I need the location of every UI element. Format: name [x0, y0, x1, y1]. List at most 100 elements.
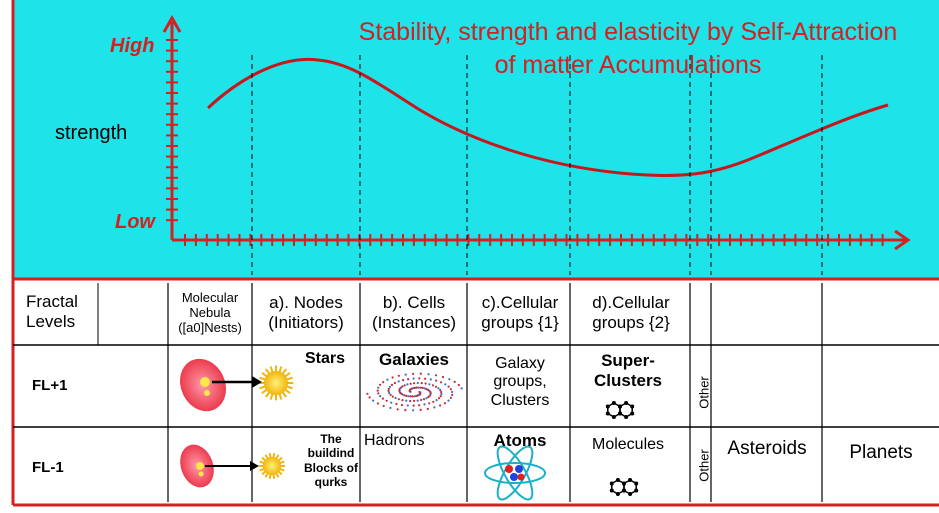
galaxy-star-dot — [453, 380, 456, 383]
galaxy-star-dot — [412, 377, 415, 380]
galaxy-star-dot — [401, 399, 404, 402]
galaxy-star-dot — [438, 397, 441, 400]
galaxy-image — [366, 372, 463, 412]
galaxy-star-dot — [451, 393, 454, 396]
galaxy-star-dot — [379, 383, 382, 386]
galaxy-star-dot — [402, 379, 405, 382]
galaxy-star-dot — [413, 386, 416, 389]
galaxy-star-dot — [423, 403, 426, 406]
galaxy-star-dot — [425, 397, 428, 400]
galaxy-star-dot — [387, 389, 390, 393]
galaxy-star-dot — [407, 395, 410, 398]
galaxy-star-dot — [416, 381, 419, 385]
galaxy-star-dot — [413, 399, 416, 402]
header-cellular-groups-2: d).Cellular groups {2} — [592, 293, 670, 332]
galaxy-star-dot — [419, 386, 422, 389]
y-tick-high: High — [110, 35, 154, 57]
galaxy-star-dot — [447, 399, 450, 402]
galaxy-star-dot — [435, 399, 438, 402]
galaxy-star-dot — [413, 382, 416, 385]
cell-super-clusters: Super-Clusters — [593, 351, 663, 390]
galaxy-star-dot — [449, 396, 452, 399]
header-fractal-levels: Fractal Levels — [26, 292, 78, 331]
galaxy-star-dot — [422, 398, 426, 401]
chart-title-line-2: of matter Accumulations — [495, 51, 762, 79]
galaxy-star-dot — [439, 388, 442, 392]
molecule-icon-fl-plus — [605, 401, 635, 419]
galaxy-star-dot — [416, 399, 419, 402]
galaxy-star-dot — [403, 394, 406, 397]
cell-atoms: Atoms — [493, 431, 547, 450]
cell-other-fl-plus: Other — [696, 376, 712, 409]
arrowhead — [252, 376, 262, 388]
galaxy-star-dot — [460, 387, 463, 390]
galaxy-star-dot — [396, 408, 399, 411]
galaxy-star-dot — [394, 396, 397, 400]
dashed-guides — [251, 55, 823, 275]
galaxy-star-dot — [376, 389, 379, 392]
x-axis-arrow — [894, 229, 911, 251]
galaxy-star-dot — [407, 378, 410, 381]
galaxy-star-dot — [449, 388, 452, 391]
galaxy-star-dot — [412, 409, 415, 412]
row-label-fl-plus: FL+1 — [32, 377, 68, 394]
galaxy-star-dot — [382, 404, 385, 408]
cell-molecules: Molecules — [591, 436, 665, 453]
galaxy-star-dot — [388, 391, 391, 395]
galaxy-star-dot — [387, 387, 390, 390]
sun-image-fl-minus — [258, 452, 286, 480]
header-nodes: a). Nodes (Initiators) — [268, 293, 344, 332]
galaxy-star-dot — [421, 386, 424, 389]
molecule-ring — [607, 402, 621, 418]
galaxy-star-dot — [457, 383, 460, 387]
galaxy-star-dot — [399, 386, 402, 389]
galaxy-star-dot — [376, 402, 379, 405]
galaxy-star-dot — [381, 397, 384, 400]
cell-building-blocks: The buildind Blocks of qurks — [303, 432, 358, 490]
galaxy-star-dot — [440, 392, 443, 396]
galaxy-star-dot — [424, 377, 427, 380]
galaxy-star-dot — [405, 394, 408, 397]
galaxy-star-dot — [377, 392, 380, 395]
galaxy-star-dot — [439, 395, 442, 398]
galaxy-star-dot — [428, 402, 431, 405]
galaxy-star-dot — [439, 404, 442, 407]
molecule-ring — [611, 479, 625, 495]
arrowhead — [250, 461, 259, 471]
galaxy-star-dot — [418, 377, 421, 380]
galaxy-star-dot — [395, 402, 398, 406]
header-cellular-groups-1: c).Cellular groups {1} — [481, 293, 559, 332]
galaxy-star-dot — [397, 374, 400, 377]
galaxy-star-dot — [400, 403, 404, 407]
galaxy-star-dot — [429, 378, 432, 381]
galaxy-star-dot — [391, 376, 394, 379]
galaxy-star-dot — [451, 390, 454, 394]
galaxy-star-dot — [424, 382, 427, 385]
sun-image-fl-plus — [258, 365, 294, 401]
y-tick-low: Low — [115, 211, 156, 233]
galaxy-star-dot — [388, 385, 392, 388]
galaxy-star-dot — [397, 398, 400, 401]
galaxy-star-dot — [413, 395, 416, 398]
galaxy-star-dot — [443, 402, 446, 405]
galaxy-star-dot — [434, 374, 438, 377]
molecule-icon-fl-minus — [609, 478, 639, 496]
galaxy-star-dot — [419, 372, 422, 375]
sun-disc — [263, 457, 281, 475]
chart-title-line-1: Stability, strength and elasticity by Se… — [359, 18, 898, 46]
nebula-image-fl-minus — [180, 444, 214, 488]
cell-stars: Stars — [304, 350, 346, 367]
galaxy-star-dot — [389, 393, 392, 396]
galaxy-star-dot — [434, 385, 437, 388]
galaxy-star-dot — [382, 381, 385, 384]
galaxy-star-dot — [431, 384, 434, 387]
galaxy-star-dot — [406, 383, 409, 386]
galaxy-star-dot — [403, 384, 406, 387]
galaxy-star-dot — [390, 401, 393, 404]
galaxy-star-dot — [420, 398, 423, 402]
galaxy-star-dot — [415, 394, 418, 398]
cell-asteroids: Asteroids — [727, 438, 807, 459]
galaxy-star-dot — [444, 383, 447, 386]
galaxy-star-dot — [406, 404, 409, 407]
